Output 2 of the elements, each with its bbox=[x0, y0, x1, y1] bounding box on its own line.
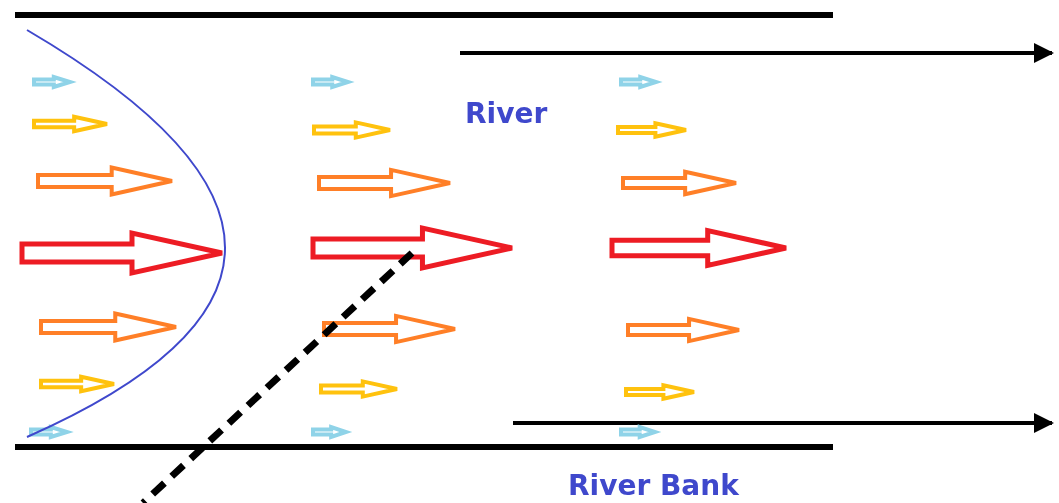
text-label: River bbox=[465, 100, 548, 128]
text-label: River Bank bbox=[568, 472, 739, 500]
